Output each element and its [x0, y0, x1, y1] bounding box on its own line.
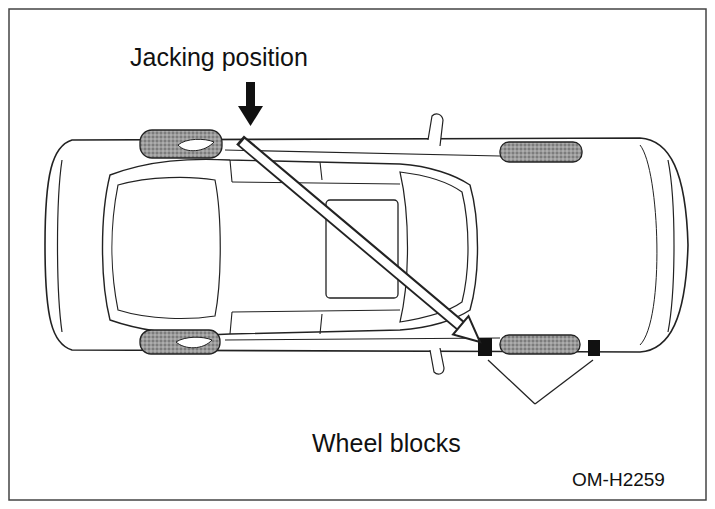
jacking-label: Jacking position: [130, 44, 308, 72]
wheel-block: [588, 340, 600, 356]
wheel-blocks-label: Wheel blocks: [312, 430, 461, 458]
mirror: [430, 348, 444, 374]
figure-code: OM-H2259: [572, 470, 665, 491]
mirror: [428, 114, 443, 146]
wheel: [140, 130, 222, 158]
wheel: [500, 335, 580, 354]
frame: [9, 9, 706, 500]
jacking-arrow: [246, 82, 255, 108]
leader-line: [488, 360, 535, 404]
leader-line: [535, 360, 593, 404]
car-body: [45, 138, 688, 352]
pointer-arrow: [240, 140, 461, 326]
wheel: [140, 330, 220, 354]
wheel: [500, 142, 582, 162]
